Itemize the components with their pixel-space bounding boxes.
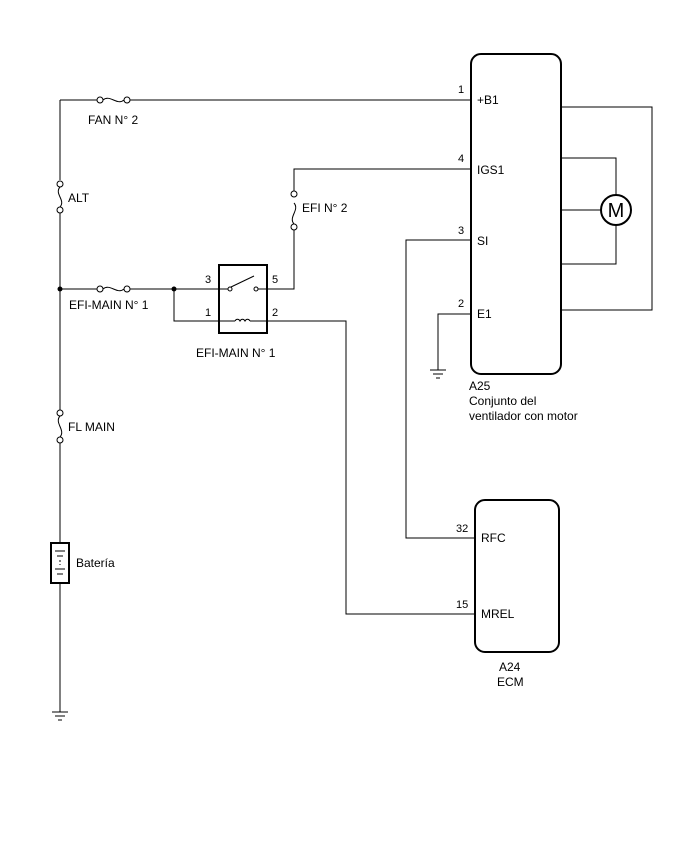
wire-e1 — [437, 313, 471, 370]
ecm-pin-32-num: 32 — [456, 523, 468, 535]
a25-pin-b1-name: +B1 — [477, 93, 499, 107]
relay-pin-1: 1 — [205, 307, 211, 319]
efi-main-fuse-label: EFI-MAIN N° 1 — [69, 298, 149, 312]
fl-main-fuse — [56, 409, 64, 444]
wire-igs1 — [293, 168, 471, 191]
wire-mrel — [267, 320, 475, 615]
wire-relay-coil-in — [173, 289, 219, 322]
a25-code: A25 — [469, 379, 491, 393]
motor-symbol — [600, 194, 632, 226]
relay-label: EFI-MAIN N° 1 — [196, 346, 276, 360]
relay-pin-2: 2 — [272, 307, 278, 319]
efi-main-no1-fuse — [96, 285, 131, 293]
a25-pin-4-num: 4 — [458, 153, 464, 165]
efi-no2-fuse — [290, 190, 298, 231]
ecm-pin-15-num: 15 — [456, 599, 468, 611]
alt-fuse — [56, 180, 64, 214]
ecm-pin-mrel-name: MREL — [481, 607, 515, 621]
motor-assembly-box — [470, 53, 562, 375]
a25-pin-2-num: 2 — [458, 298, 464, 310]
fan-no2-fuse — [96, 96, 131, 104]
motor-label: M — [608, 200, 625, 222]
wire-motor-outer — [561, 106, 653, 311]
ecm-name: ECM — [497, 675, 524, 689]
ground-symbol-e1 — [430, 369, 446, 379]
a25-name-line1: Conjunto del — [469, 394, 536, 408]
efi-no2-label: EFI N° 2 — [302, 201, 348, 215]
wire-si-rfc — [405, 239, 475, 539]
battery-label: Batería — [76, 556, 115, 570]
battery-symbol — [50, 542, 70, 584]
fan-no2-label: FAN N° 2 — [88, 113, 138, 127]
alt-label: ALT — [68, 191, 90, 205]
ground-symbol-battery — [52, 711, 68, 721]
a25-pin-1-num: 1 — [458, 84, 464, 96]
ecm-pin-rfc-name: RFC — [481, 531, 506, 545]
ecm-box — [474, 499, 560, 653]
wire-motor-bottom — [561, 225, 617, 265]
relay-pin-3: 3 — [205, 274, 211, 286]
wire-motor-top — [561, 157, 617, 195]
ecm-code: A24 — [499, 660, 521, 674]
fl-main-label: FL MAIN — [68, 420, 115, 434]
efi-main-relay — [218, 264, 268, 334]
wire-relay-out — [267, 230, 295, 290]
a25-pin-3-num: 3 — [458, 225, 464, 237]
a25-pin-si-name: SI — [477, 234, 488, 248]
a25-pin-igs1-name: IGS1 — [477, 163, 505, 177]
a25-name-line2: ventilador con motor — [469, 409, 578, 423]
a25-pin-e1-name: E1 — [477, 307, 492, 321]
relay-pin-5: 5 — [272, 274, 278, 286]
